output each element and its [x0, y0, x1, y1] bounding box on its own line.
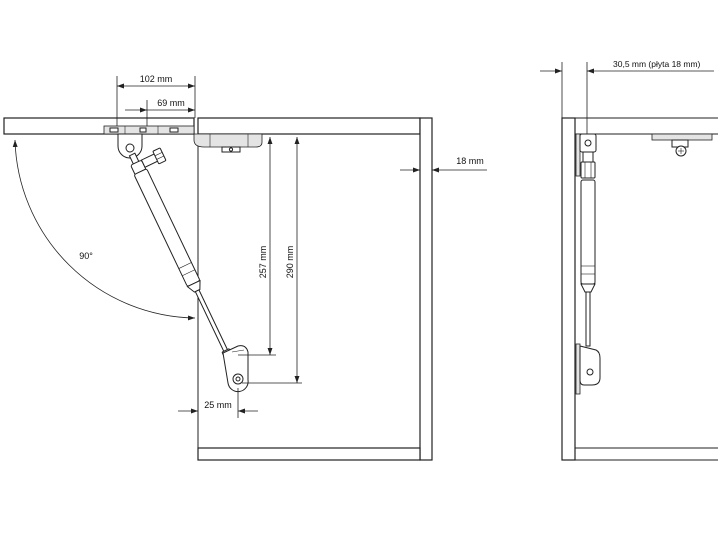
top-pivot-bracket: [117, 133, 143, 159]
flap-mounting-plate: [103, 125, 195, 135]
dimension-69-label: 69 mm: [157, 98, 185, 108]
dimension-69: 69 mm: [125, 98, 195, 126]
cabinet-top-panel: [197, 117, 421, 135]
dimension-25-label: 25 mm: [204, 400, 232, 410]
side-view: 90° 102 mm 69 mm 18 mm 257 mm: [3, 74, 487, 461]
bottom-mount-plate: [575, 343, 581, 395]
dimension-257: 257 mm: [238, 137, 276, 356]
opening-angle-arc: [12, 139, 196, 321]
dimension-30-5-label: 30,5 mm (płyta 18 mm): [613, 59, 701, 69]
strut-cylinder-front: [580, 179, 596, 285]
bottom-bracket-front: [579, 345, 601, 386]
gas-strut-front: [575, 133, 601, 395]
dimension-290-label: 290 mm: [285, 246, 295, 279]
strut-adjust-nut-icon: [580, 161, 596, 179]
dimension-25: 25 mm: [178, 388, 258, 418]
cabinet-hinge: [193, 133, 263, 153]
dimension-18-label: 18 mm: [456, 156, 484, 166]
top-mount-plate: [575, 133, 581, 177]
front-hinge: [651, 133, 713, 157]
dimension-102: 102 mm: [116, 74, 196, 126]
strut-rod-front: [585, 291, 591, 347]
strut-cylinder: [134, 168, 200, 287]
opening-angle-label: 90°: [79, 251, 93, 261]
dimension-18: 18 mm: [400, 156, 487, 173]
cabinet-right-panel: [419, 117, 433, 461]
bottom-mount-bracket: [222, 345, 249, 393]
dimension-30-5: 30,5 mm (płyta 18 mm): [540, 59, 714, 134]
cabinet-left-panel: [561, 117, 576, 461]
front-view: 30,5 mm (płyta 18 mm): [540, 59, 718, 461]
cabinet-bottom-panel: [197, 447, 421, 461]
gas-strut: [128, 147, 236, 365]
dimension-290: 290 mm: [242, 137, 302, 384]
dimension-257-label: 257 mm: [258, 246, 268, 279]
strut-piston-rod: [194, 289, 229, 354]
dimension-102-label: 102 mm: [140, 74, 173, 84]
